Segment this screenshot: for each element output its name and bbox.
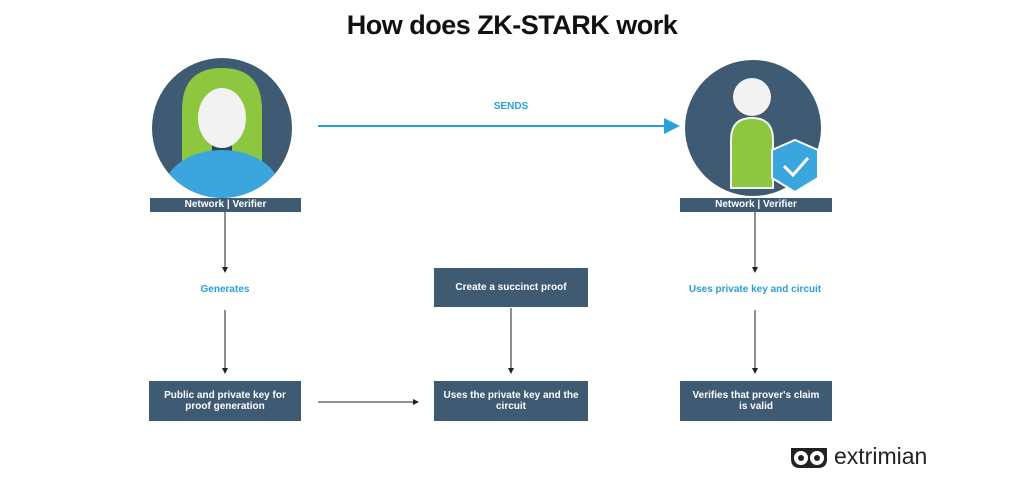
generates-label: Generates (200, 284, 250, 295)
brand-name: extrimian (834, 443, 928, 469)
verifies-box: Verifies that prover's claim is valid (680, 381, 832, 421)
verifier-label: Network | Verifier (680, 198, 832, 212)
sends-label: SENDS (493, 101, 529, 112)
owl-logo-icon (791, 447, 827, 468)
page-title: How does ZK-STARK work (346, 10, 678, 40)
succinct-proof-box: Create a succinct proof (434, 268, 588, 307)
keys-box: Public and private key for proof generat… (149, 381, 301, 421)
uses-circuit-box: Uses the private key and the circuit (434, 381, 588, 421)
prover-avatar-icon (152, 58, 292, 198)
uses-private-key-label: Uses private key and circuit (688, 284, 822, 295)
verifier-avatar-icon (685, 60, 821, 196)
prover-label: Network | Verifier (150, 198, 301, 212)
brand-logo: extrimian (790, 443, 927, 470)
